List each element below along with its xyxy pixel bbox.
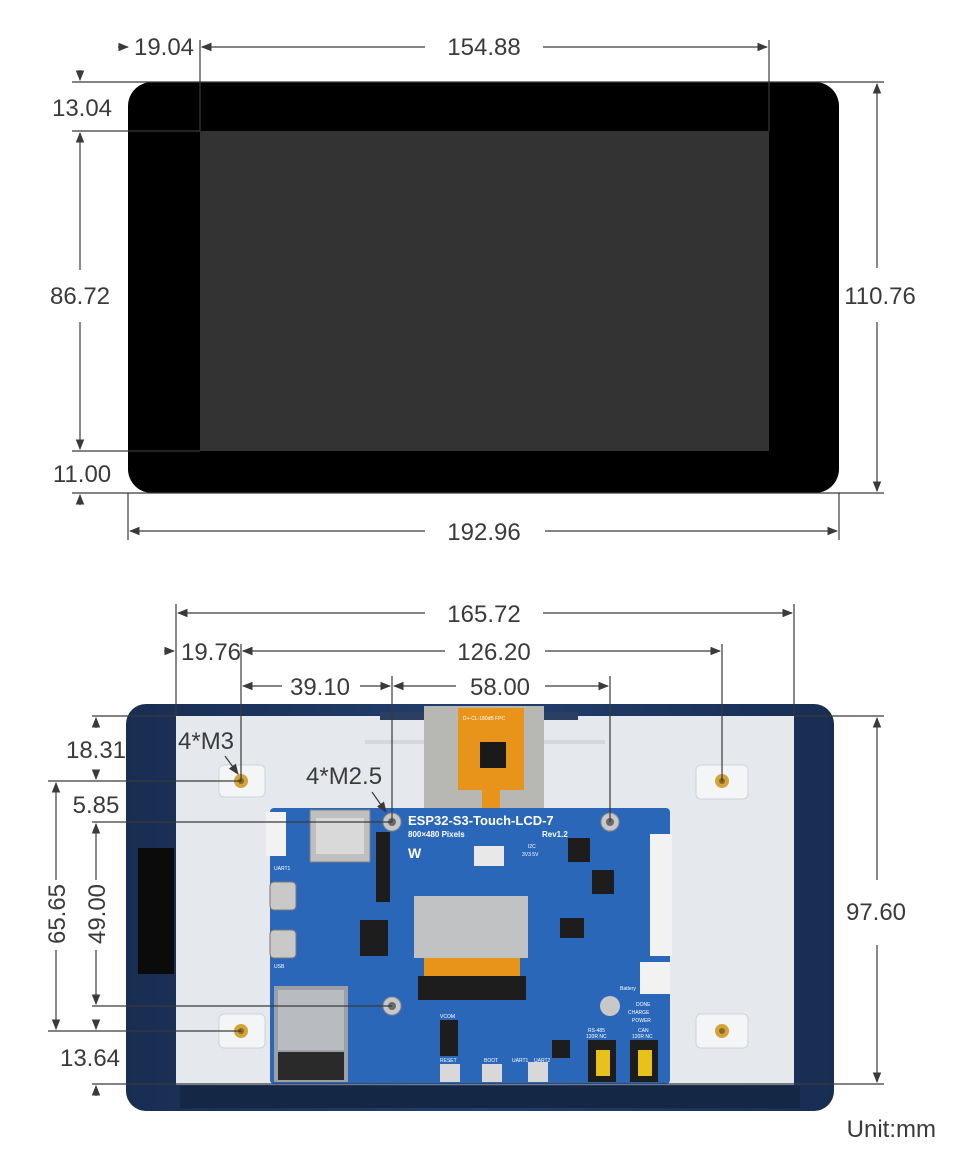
dim-hole-pitch-height: 65.65 [44, 884, 71, 944]
dim-bezel-bottom: 11.00 [53, 461, 111, 488]
waveshare-logo: W [408, 845, 422, 861]
dim-offset-left: 19.76 [181, 639, 241, 666]
dim-back-height: 97.60 [846, 899, 906, 926]
board-revision: Rev1.2 [542, 830, 568, 839]
usb-c [269, 929, 297, 959]
svg-text:D+-CL-180dB FPC: D+-CL-180dB FPC [463, 716, 505, 722]
display-area [200, 131, 769, 451]
boot-button [482, 1064, 502, 1082]
reset-button [440, 1064, 460, 1082]
svg-text:120R NC: 120R NC [632, 1034, 653, 1040]
side-connector [138, 848, 174, 974]
dim-total-width: 192.96 [447, 519, 520, 546]
svg-text:UART1: UART1 [274, 866, 291, 872]
pcb-board: ESP32-S3-Touch-LCD-7 800×480 Pixels Rev1… [266, 808, 672, 1084]
dim-bottom-offset: 13.64 [60, 1045, 120, 1072]
dim-display-height: 86.72 [50, 283, 110, 310]
svg-text:Battery: Battery [620, 986, 636, 992]
uart-switch [528, 1062, 548, 1082]
svg-text:CAN: CAN [638, 1028, 649, 1034]
svg-text:CHARGE: CHARGE [628, 1010, 650, 1016]
dim-display-width: 154.88 [447, 34, 520, 61]
svg-text:120R NC: 120R NC [586, 1034, 607, 1040]
dim-hole-pitch-width: 126.20 [457, 639, 530, 666]
dim-bezel-left: 19.04 [134, 34, 194, 61]
board-subtitle: 800×480 Pixels [408, 830, 465, 839]
svg-text:UART2: UART2 [534, 1058, 551, 1064]
svg-text:BOOT: BOOT [484, 1058, 498, 1064]
callout-m25-holes: 4*M2.5 [306, 763, 382, 790]
dim-m25-pitch-height: 49.00 [84, 884, 111, 944]
svg-text:3V3 5V: 3V3 5V [522, 852, 539, 858]
svg-text:POWER: POWER [632, 1018, 651, 1024]
rs485-can-i2c-terminals [650, 834, 672, 956]
dim-bezel-top: 13.04 [52, 95, 112, 122]
callout-m3-holes: 4*M3 [178, 728, 234, 755]
back-view: D+-CL-180dB FPC [44, 601, 936, 1143]
svg-text:USB: USB [274, 964, 285, 970]
svg-text:RS-485: RS-485 [588, 1028, 605, 1034]
lcd-fpc-connector [414, 896, 528, 958]
dim-m25-offset: 39.10 [290, 674, 350, 701]
svg-text:RESET: RESET [440, 1058, 457, 1064]
front-view: 19.04 154.88 13.04 86.72 11.00 110.76 19… [50, 34, 916, 546]
svg-text:I2C: I2C [528, 844, 536, 850]
battery-connector [640, 962, 670, 994]
dim-total-height: 110.76 [844, 283, 916, 310]
uart1-usb-c [269, 881, 297, 911]
svg-text:VCOM: VCOM [440, 1014, 455, 1020]
board-title: ESP32-S3-Touch-LCD-7 [408, 813, 554, 828]
dim-top-hole-offset: 18.31 [66, 737, 126, 764]
svg-text:DONE: DONE [636, 1002, 651, 1008]
dim-m25-pitch: 58.00 [470, 674, 530, 701]
m3-standoff-bottom-right [695, 1013, 749, 1049]
dim-m25-vertical-offset: 5.85 [73, 792, 120, 819]
dim-hole-span-width: 165.72 [447, 601, 520, 628]
unit-label: Unit:mm [847, 1116, 936, 1143]
svg-text:UART1: UART1 [512, 1058, 529, 1064]
